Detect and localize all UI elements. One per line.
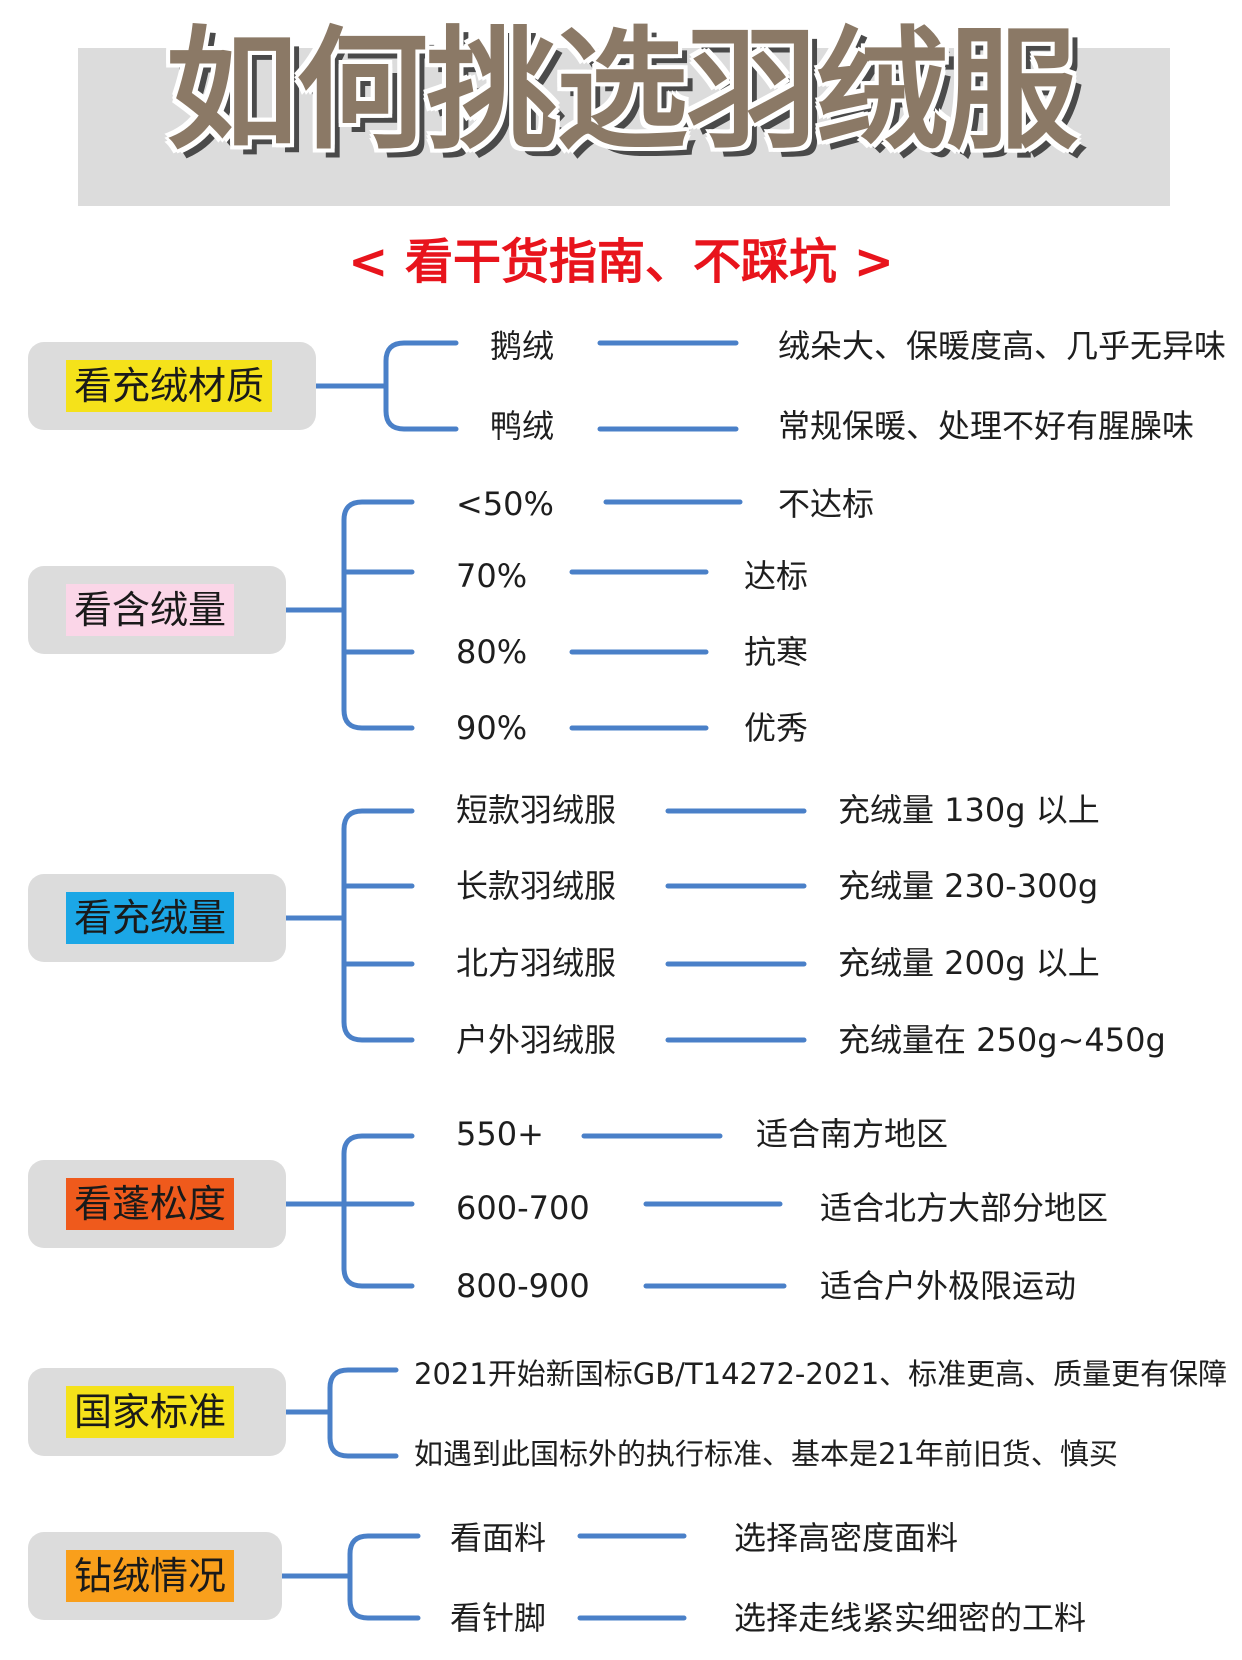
item-desc: 充绒量 130g 以上: [838, 791, 1100, 829]
item-desc: 选择高密度面料: [734, 1519, 959, 1557]
item-name: 鸭绒: [490, 407, 555, 445]
item-desc: 适合北方大部分地区: [820, 1189, 1109, 1227]
item-name: 70%: [456, 557, 528, 595]
item-name: 90%: [456, 709, 528, 747]
item-desc: 绒朵大、保暖度高、几乎无异味: [778, 327, 1227, 365]
item-name: 户外羽绒服: [456, 1021, 617, 1059]
item-name: 600-700: [456, 1189, 590, 1227]
section-box-fill-weight: 看充绒量: [28, 874, 286, 962]
section-box-fill-power: 看蓬松度: [28, 1160, 286, 1248]
section-box-down-content: 看含绒量: [28, 566, 286, 654]
section-box-down-leakage: 钻绒情况: [28, 1532, 282, 1620]
item-desc: 达标: [744, 557, 809, 595]
item-name: <50%: [456, 485, 554, 523]
page-subtitle: < 看干货指南、不踩坑 >: [348, 234, 894, 290]
item-name: 鹅绒: [490, 327, 555, 365]
section-label-fill-power: 看蓬松度: [66, 1178, 235, 1230]
connector-down-content-bracket: [341, 499, 415, 731]
item-desc: 抗寒: [744, 633, 809, 671]
item-desc: 充绒量在 250g~450g: [838, 1021, 1166, 1059]
item-desc: 适合户外极限运动: [820, 1267, 1077, 1305]
item-name: 550+: [456, 1115, 544, 1153]
item-name: 北方羽绒服: [456, 944, 617, 982]
connector-national-standard-bracket: [327, 1367, 399, 1459]
item-name: 看针脚: [450, 1599, 547, 1637]
page-title: 如何挑选羽绒服: [166, 14, 1078, 168]
item-desc: 选择走线紧实细密的工料: [734, 1599, 1087, 1637]
connector-material-bracket: [383, 340, 459, 432]
connector-down-leakage-bracket: [347, 1533, 421, 1621]
item-name: 短款羽绒服: [456, 791, 617, 829]
item-desc: 优秀: [744, 709, 809, 747]
title-band: [78, 48, 1170, 206]
standard-note: 2021开始新国标GB/T14272-2021、标准更高、质量更有保障: [414, 1357, 1228, 1391]
item-desc: 充绒量 200g 以上: [838, 944, 1100, 982]
section-box-national-standard: 国家标准: [28, 1368, 286, 1456]
item-name: 800-900: [456, 1267, 590, 1305]
item-name: 80%: [456, 633, 528, 671]
item-name: 看面料: [450, 1519, 547, 1557]
connector-fill-power-bracket: [341, 1133, 415, 1289]
item-desc: 不达标: [778, 485, 875, 523]
section-label-fill-weight: 看充绒量: [66, 892, 235, 944]
connector-fill-weight-bracket: [341, 808, 415, 1043]
section-label-material: 看充绒材质: [66, 360, 273, 412]
standard-note: 如遇到此国标外的执行标准、基本是21年前旧货、慎买: [414, 1437, 1118, 1471]
section-box-material: 看充绒材质: [28, 342, 316, 430]
item-name: 长款羽绒服: [456, 867, 617, 905]
section-label-national-standard: 国家标准: [66, 1386, 235, 1438]
item-desc: 适合南方地区: [756, 1115, 949, 1153]
item-desc: 常规保暖、处理不好有腥臊味: [778, 407, 1195, 445]
section-label-down-content: 看含绒量: [66, 584, 235, 636]
item-desc: 充绒量 230-300g: [838, 867, 1099, 905]
section-label-down-leakage: 钻绒情况: [66, 1550, 235, 1602]
